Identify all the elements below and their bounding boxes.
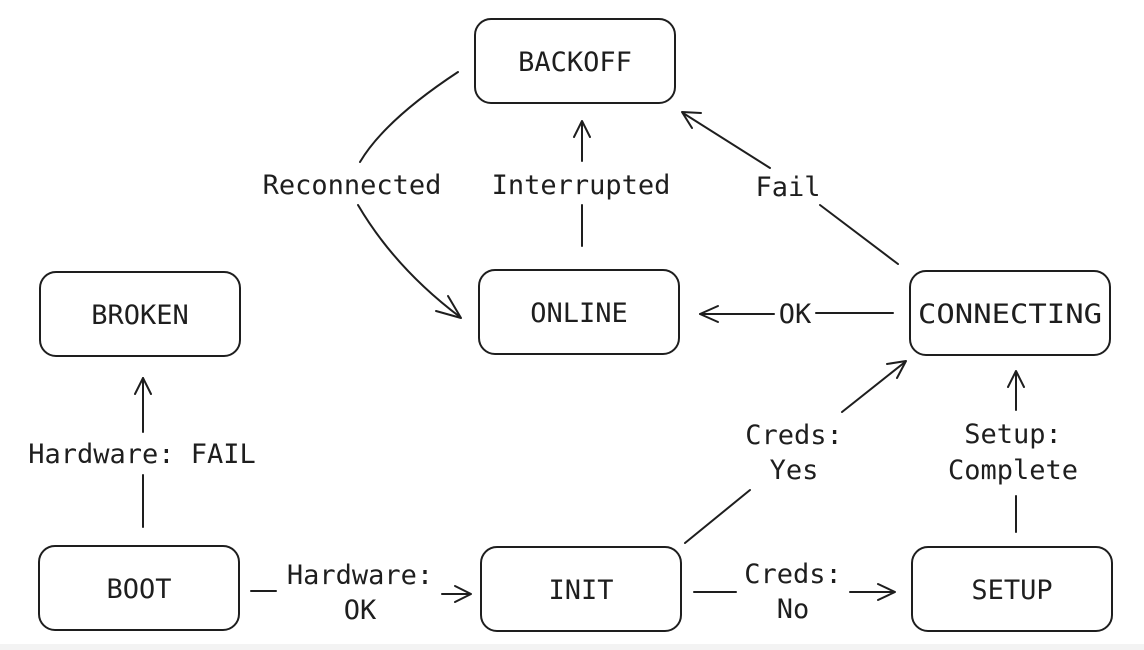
edge-fail [681,111,899,265]
node-boot[interactable]: BOOT [38,545,240,631]
node-setup[interactable]: SETUP [911,546,1113,632]
edge-creds-yes [684,360,907,544]
edge-label-creds-yes-line2: Yes [770,455,819,486]
node-connecting[interactable]: CONNECTING [909,270,1111,356]
node-init[interactable]: INIT [480,546,682,632]
edge-reconnected-line-upper [359,71,459,163]
edge-reconnected-arrowhead [435,295,462,319]
edge-label-setup-complete-line2: Complete [948,455,1078,486]
node-setup-box [911,546,1113,632]
edge-interrupted [573,120,591,247]
edge-fail-arrowhead [681,111,702,129]
node-boot-box [38,545,240,631]
edge-setup-complete-arrowhead [1007,370,1025,388]
node-online-box [478,269,680,355]
edge-label-reconnected: Reconnected [263,170,442,201]
node-backoff[interactable]: BACKOFF [474,18,676,104]
edge-ok-arrowhead [699,305,719,323]
edge-fail-line-upper [682,112,771,169]
edge-label-creds-no-line2: No [777,594,810,625]
node-online[interactable]: ONLINE [478,269,680,355]
node-broken-label: BROKEN [91,300,189,331]
edge-creds-yes-line-upper [841,361,906,413]
node-broken[interactable]: BROKEN [39,271,241,357]
edge-label-interrupted: Interrupted [492,170,671,201]
edge-label-hardware-ok-line1: Hardware: [287,560,433,591]
edge-reconnected [357,71,462,319]
edge-setup-complete [1007,370,1025,533]
node-setup-label: SETUP [971,575,1052,606]
edge-creds-no [693,583,896,601]
edge-label-hardware-ok-line2: OK [344,595,377,626]
node-backoff-label: BACKOFF [518,47,632,78]
node-backoff-box [474,18,676,104]
node-init-box [480,546,682,632]
edge-creds-yes-line-lower [684,489,751,544]
edge-reconnected-line-lower [357,204,461,318]
edge-ok [699,305,894,323]
edge-label-setup-complete-line1: Setup: [964,419,1062,450]
edge-label-creds-no-line1: Creds: [744,559,842,590]
edge-label-ok: OK [779,299,812,330]
bottom-strip [0,644,1144,650]
edge-creds-yes-arrowhead [886,360,907,379]
edge-label-fail: Fail [755,172,820,203]
edge-creds-no-arrowhead [877,583,896,601]
edge-label-hardware-fail: Hardware: FAIL [28,439,256,470]
node-online-label: ONLINE [530,298,628,329]
node-init-label: INIT [548,575,613,606]
edge-hardware-fail-arrowhead [134,377,152,395]
edge-hardware-ok-arrowhead [454,585,472,603]
edge-label-creds-yes-line1: Creds: [745,420,843,451]
node-connecting-box [909,270,1111,356]
edge-fail-line-lower [819,204,899,265]
node-connecting-label: CONNECTING [918,299,1102,330]
edge-interrupted-arrowhead [573,120,591,138]
node-broken-box [39,271,241,357]
node-boot-label: BOOT [106,574,171,605]
edge-hardware-fail [134,377,152,528]
edge-hardware-ok [250,585,472,603]
